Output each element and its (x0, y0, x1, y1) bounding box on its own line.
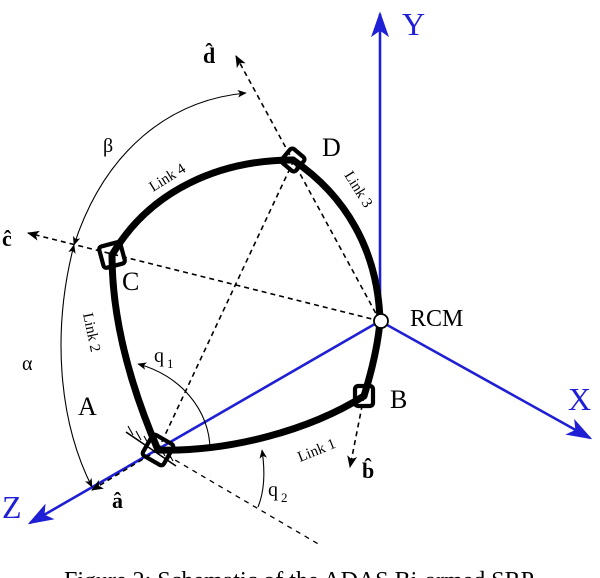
label-q2: q 2 (268, 479, 288, 505)
c-hat-vector (27, 230, 381, 322)
label-rcm: RCM (410, 306, 463, 332)
figure-caption: Figure 2: Schematic of the ADAS Bi-armed… (64, 568, 534, 578)
beta-arc (72, 90, 247, 246)
label-c: C (122, 267, 139, 296)
link-4 (108, 156, 297, 259)
label-b: B (390, 385, 407, 414)
z-axis-label: Z (2, 489, 22, 525)
a-d-diagonal (157, 161, 294, 451)
q2-reference-line (157, 449, 321, 546)
joint-b (352, 383, 376, 409)
label-link-1: Link 1 (296, 436, 339, 466)
alpha-arc (60, 244, 93, 488)
rcm-point (373, 313, 389, 329)
link-3 (289, 156, 384, 325)
label-link-2: Link 2 (79, 312, 103, 354)
link-2 (108, 251, 162, 454)
q1-letter: q (154, 345, 164, 367)
label-b-hat: b̂ (362, 458, 374, 483)
label-a-hat: â (112, 488, 123, 513)
x-axis-label: X (568, 381, 591, 417)
link-1 (154, 392, 368, 454)
q2-arc (257, 449, 267, 508)
label-q1: q 1 (154, 345, 174, 371)
label-c-hat: ĉ (2, 226, 12, 251)
label-a: A (78, 392, 97, 421)
q2-letter: q (268, 479, 278, 501)
joint-a (140, 432, 176, 468)
x-axis (379, 319, 593, 440)
label-link-3: Link 3 (341, 169, 376, 211)
y-axis-label: Y (402, 6, 425, 42)
q1-subscript: 1 (167, 356, 174, 371)
label-alpha: α (22, 353, 33, 375)
q1-arc (137, 362, 211, 451)
q2-subscript: 2 (281, 490, 288, 505)
joint-d (279, 146, 307, 174)
label-d: D (322, 133, 341, 162)
label-beta: β (103, 135, 113, 157)
label-d-hat: d̂ (203, 43, 215, 68)
